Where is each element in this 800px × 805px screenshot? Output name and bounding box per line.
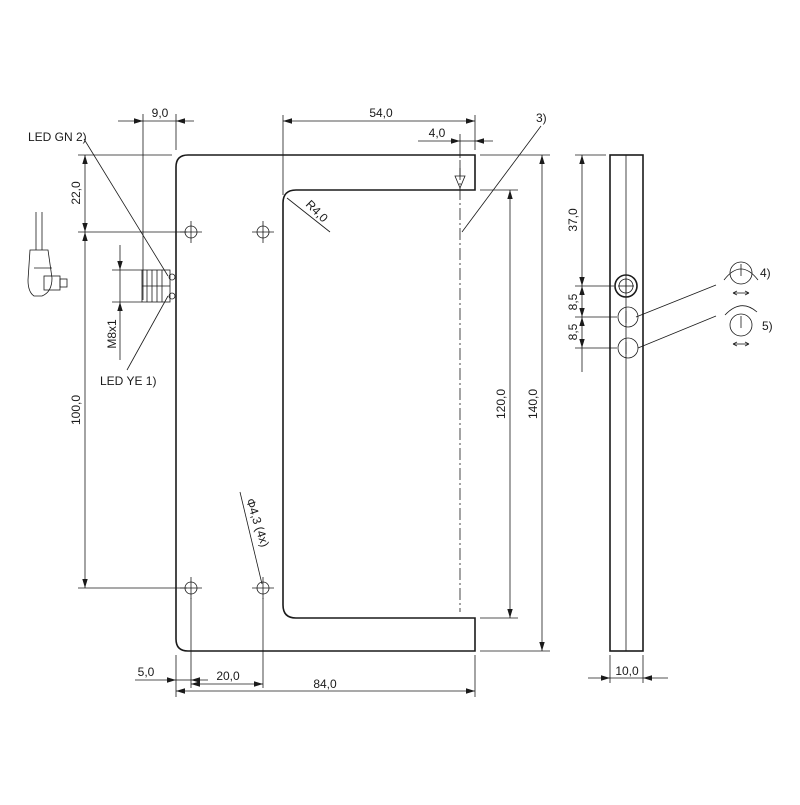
dim-m8x1: M8x1 [105,319,119,349]
side-potentiometer-2 [617,337,639,359]
mounting-hole-top-right [252,221,274,243]
leader-lines [83,125,717,585]
dim-100: 100,0 [69,395,83,425]
dimension-lines [78,114,668,697]
dim-8-5-a: 8,5 [566,293,580,310]
dim-10: 10,0 [615,664,639,678]
adjust-knob-symbol-5 [724,305,758,347]
label-ref-4: 4) [760,266,771,280]
dim-radius: R4,0 [303,197,331,225]
dim-54: 54,0 [369,106,393,120]
dim-9: 9,0 [152,106,169,120]
side-potentiometer-1 [617,306,639,328]
fork-body-outline [175,154,476,652]
dim-37: 37,0 [566,208,580,232]
side-view-body [609,154,644,652]
label-led-ye: LED YE 1) [100,374,156,388]
adjust-knob-symbol-4 [723,261,759,296]
dim-4: 4,0 [429,126,446,140]
dim-84: 84,0 [313,677,337,691]
dim-120: 120,0 [494,389,508,419]
light-direction-arrow [454,175,466,190]
dim-22: 22,0 [69,181,83,205]
label-ref-3: 3) [536,111,547,125]
cable-connector-icon [27,212,68,297]
side-led-indicator [614,274,638,298]
dim-20: 20,0 [216,669,240,683]
m8-connector [141,269,176,303]
dim-8-5-b: 8,5 [566,323,580,340]
mounting-hole-bottom-right [252,577,274,599]
label-led-gn: LED GN 2) [28,130,87,144]
label-ref-5: 5) [762,319,773,333]
dim-5: 5,0 [138,665,155,679]
dim-140: 140,0 [526,389,540,419]
